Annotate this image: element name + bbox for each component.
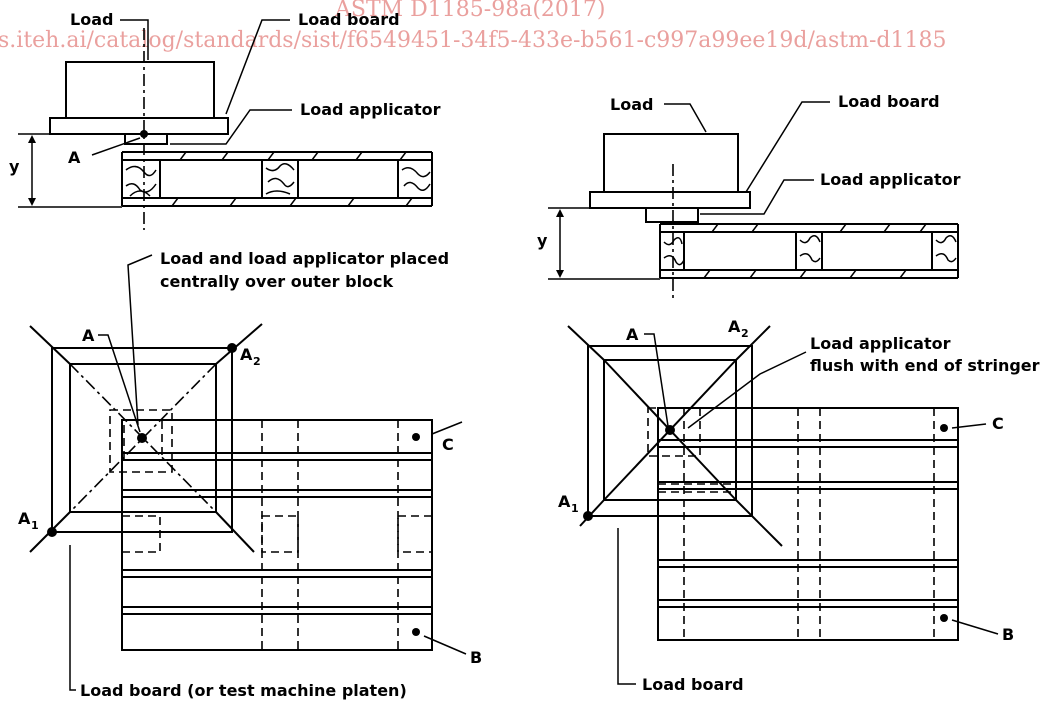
right-point-a1-marker [583, 511, 593, 521]
right-a1-subscript: 1 [571, 502, 579, 515]
right-note-line1: Load applicator [810, 334, 951, 353]
watermark-standard: ASTM D1185-98a(2017) [334, 0, 605, 22]
left-note-line1: Load and load applicator placed [160, 249, 449, 268]
left-point-a1-marker [47, 527, 57, 537]
left-load-board [49, 117, 229, 135]
watermark-url: s.iteh.ai/catalog/standards/sist/f654945… [0, 28, 947, 53]
left-load-board-label: Load board [298, 10, 400, 29]
left-a1-label: A [18, 509, 31, 528]
right-elevation: y Load Load board Load applicator [537, 92, 961, 298]
right-load-applicator [645, 207, 699, 223]
left-elevation: y Load Load board Load applicator A [9, 10, 441, 230]
left-plan-a-label: A [82, 326, 95, 345]
right-a2-label: A [728, 317, 741, 336]
left-plan-view: Load and load applicator placed centrall… [18, 249, 482, 700]
left-load-label: Load [70, 10, 113, 29]
left-load-applicator-label: Load applicator [300, 100, 441, 119]
right-note-line2: flush with end of stringer [810, 356, 1040, 375]
right-height-y-label: y [537, 231, 548, 250]
right-point-c-label: C [992, 414, 1004, 433]
left-a2-label: A [240, 345, 253, 364]
right-load-applicator-label: Load applicator [820, 170, 961, 189]
left-a2-subscript: 2 [253, 355, 261, 368]
right-plan-view: A A 2 A 1 Load applicator flush with end… [558, 317, 1040, 694]
left-point-a-label: A [68, 148, 81, 167]
right-a2-subscript: 2 [741, 327, 749, 340]
left-load-block [65, 61, 215, 119]
right-point-b-label: B [1002, 625, 1014, 644]
left-point-c-marker [412, 433, 420, 441]
right-load-board [589, 191, 751, 209]
right-a1-label: A [558, 492, 571, 511]
left-point-a-marker [140, 130, 148, 138]
right-point-c-marker [940, 424, 948, 432]
left-height-y-label: y [9, 157, 20, 176]
right-load-board-label: Load board [838, 92, 940, 111]
left-point-b-label: B [470, 648, 482, 667]
right-bottom-board-label: Load board [642, 675, 744, 694]
left-note-line2: centrally over outer block [160, 272, 394, 291]
right-load-label: Load [610, 95, 653, 114]
left-platen-label: Load board (or test machine platen) [80, 681, 407, 700]
left-point-b-marker [412, 628, 420, 636]
right-plan-a-label: A [626, 325, 639, 344]
right-load-block [603, 133, 739, 193]
left-a1-subscript: 1 [31, 519, 39, 532]
left-point-a2-marker [227, 343, 237, 353]
left-point-c-label: C [442, 435, 454, 454]
right-point-b-marker [940, 614, 948, 622]
